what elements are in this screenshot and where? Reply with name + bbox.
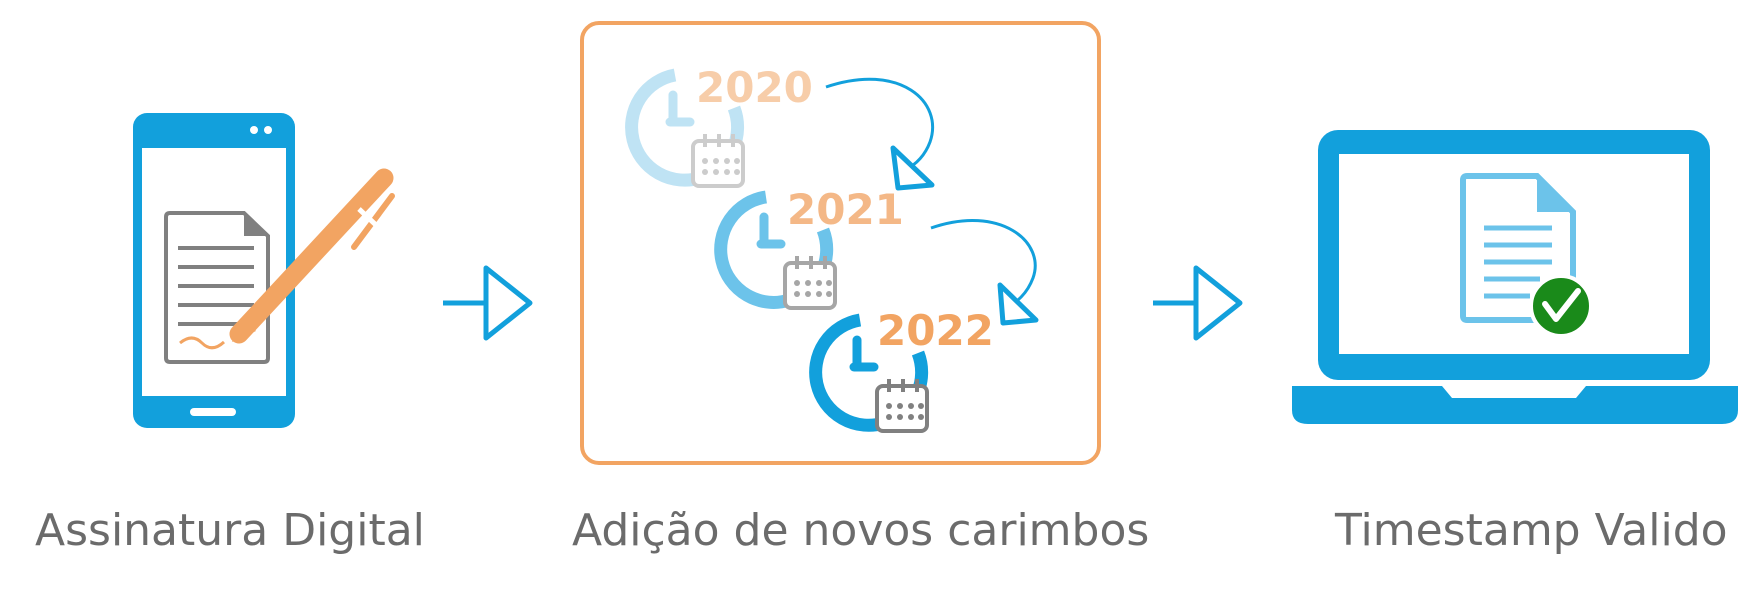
- step-caption: Timestamp Valido: [1335, 505, 1728, 556]
- curved-arrow: [930, 218, 1039, 326]
- phone-home-button: [190, 408, 236, 416]
- laptop-base: [1292, 386, 1738, 424]
- year-label: 2022: [877, 306, 994, 355]
- calendar-icon: [783, 256, 837, 310]
- year-label: 2020: [696, 63, 813, 112]
- flow-arrow: [1153, 265, 1243, 341]
- timestamps-frame: [580, 21, 1101, 465]
- timestamps-icon: 2020 2021: [580, 21, 1101, 465]
- step-caption: Assinatura Digital: [35, 505, 425, 556]
- laptop-verified-icon: [1292, 130, 1738, 424]
- calendar-icon: [875, 379, 929, 433]
- phone-camera-dot: [264, 126, 272, 134]
- pen-icon: [229, 168, 395, 344]
- flow-arrow: [443, 265, 533, 341]
- checkmark-badge-icon: [1529, 274, 1593, 338]
- calendar-icon: [691, 134, 745, 188]
- step-caption: Adição de novos carimbos: [572, 505, 1150, 556]
- year-label: 2021: [787, 185, 904, 234]
- phone-camera-dot: [250, 126, 258, 134]
- curved-arrow: [825, 77, 935, 191]
- phone-signing-icon: [133, 113, 395, 428]
- document-icon: [164, 211, 270, 364]
